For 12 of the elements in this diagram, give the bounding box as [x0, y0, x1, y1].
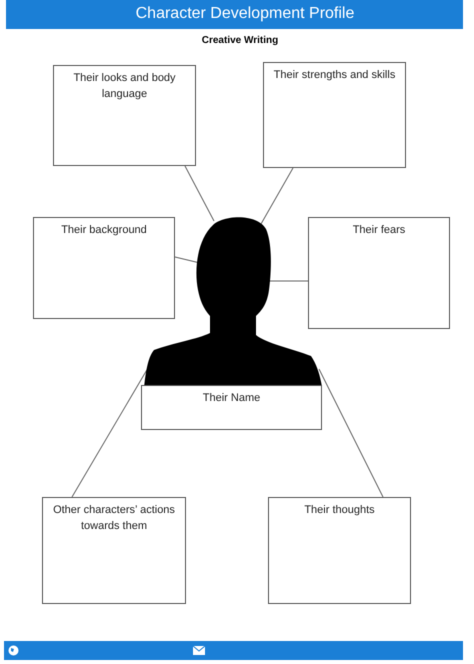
text-box: Their background — [33, 217, 175, 319]
text-box: Their strengths and skills — [263, 62, 406, 168]
title: Character Development Profile — [134, 4, 356, 24]
text-box: Their fears — [308, 217, 450, 329]
text-box: Their Name — [141, 385, 322, 430]
text-box: Other characters’ actions towards them — [42, 497, 186, 604]
connector-line — [260, 168, 294, 224]
text-box: Their looks and body language — [53, 65, 196, 166]
connector-line — [184, 166, 214, 222]
text-box: Their thoughts — [268, 497, 411, 604]
connector-line — [318, 368, 384, 498]
subtitle: Creative Writing — [200, 34, 280, 47]
